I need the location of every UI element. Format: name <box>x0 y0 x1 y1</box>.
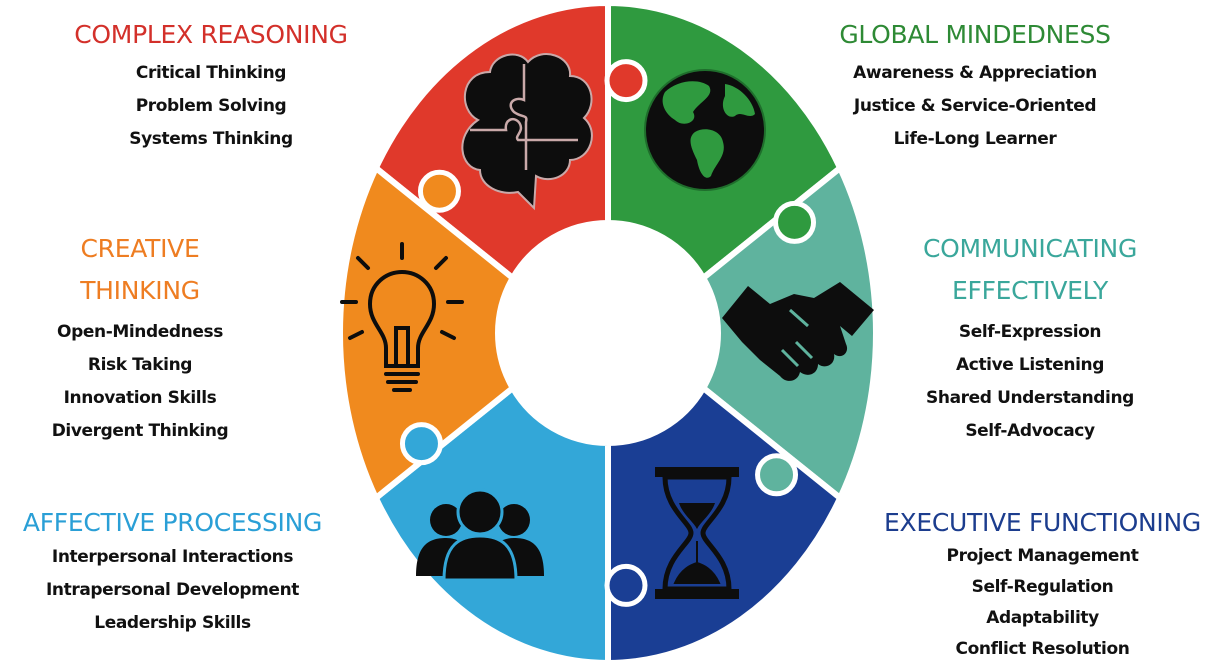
puzzle-tab <box>755 453 799 497</box>
globe-icon <box>644 69 766 191</box>
list-item: Systems Thinking <box>129 129 293 149</box>
communicating-title-line1: COMMUNICATING <box>922 234 1138 263</box>
list-item: Justice & Service-Oriented <box>853 96 1097 116</box>
list-item: Awareness & Appreciation <box>853 63 1097 83</box>
list-item: Risk Taking <box>87 355 193 375</box>
list-item: Self-Regulation <box>971 577 1114 597</box>
people-group-icon <box>416 488 544 582</box>
list-item: Adaptability <box>986 608 1099 628</box>
communicating-effectively-block: COMMUNICATING EFFECTIVELY Self-Expressio… <box>880 228 1180 448</box>
creative-thinking-title-line1: CREATIVE <box>80 234 200 263</box>
puzzle-tab <box>604 59 648 103</box>
puzzle-tab <box>417 169 461 213</box>
global-mindedness-title: GLOBAL MINDEDNESS <box>839 20 1111 49</box>
list-item: Self-Expression <box>958 322 1102 342</box>
list-item: Open-Mindedness <box>57 322 223 342</box>
list-item: Active Listening <box>956 355 1104 375</box>
affective-processing-title: AFFECTIVE PROCESSING <box>22 508 323 537</box>
list-item: Innovation Skills <box>63 388 217 408</box>
handshake-icon <box>722 282 874 381</box>
lightbulb-icon <box>340 242 464 392</box>
creative-thinking-title-line2: THINKING <box>80 276 200 305</box>
puzzle-tab <box>773 200 817 244</box>
list-item: Conflict Resolution <box>955 639 1130 659</box>
complex-reasoning-block: COMPLEX REASONING Critical Thinking Prob… <box>22 17 400 156</box>
communicating-list: Self-Expression Active Listening Shared … <box>880 316 1180 448</box>
executive-functioning-block: EXECUTIVE FUNCTIONING Project Management… <box>860 505 1225 665</box>
center-hole <box>498 223 718 443</box>
list-item: Project Management <box>946 546 1139 566</box>
puzzle-tab <box>604 563 648 607</box>
list-item: Interpersonal Interactions <box>51 547 294 567</box>
hourglass-icon <box>655 467 739 599</box>
brain-puzzle-icon <box>461 53 593 211</box>
list-item: Problem Solving <box>135 96 287 116</box>
global-mindedness-block: GLOBAL MINDEDNESS Awareness & Appreciati… <box>810 17 1140 156</box>
puzzle-tabs <box>399 59 817 607</box>
executive-functioning-list: Project Management Self-Regulation Adapt… <box>860 541 1225 665</box>
creative-thinking-list: Open-Mindedness Risk Taking Innovation S… <box>0 316 280 448</box>
list-item: Shared Understanding <box>926 388 1134 408</box>
affective-processing-list: Interpersonal Interactions Intrapersonal… <box>0 541 345 640</box>
complex-reasoning-title: COMPLEX REASONING <box>74 20 348 49</box>
puzzle-tab <box>399 422 443 466</box>
list-item: Divergent Thinking <box>51 421 229 441</box>
communicating-title-line2: EFFECTIVELY <box>952 276 1108 305</box>
list-item: Critical Thinking <box>135 63 287 83</box>
creative-thinking-block: CREATIVE THINKING Open-Mindedness Risk T… <box>0 228 280 448</box>
list-item: Leadership Skills <box>94 613 251 633</box>
list-item: Intrapersonal Development <box>45 580 299 600</box>
global-mindedness-list: Awareness & Appreciation Justice & Servi… <box>810 57 1140 156</box>
list-item: Life-Long Learner <box>893 129 1057 149</box>
executive-functioning-title: EXECUTIVE FUNCTIONING <box>884 508 1201 537</box>
affective-processing-block: AFFECTIVE PROCESSING Interpersonal Inter… <box>0 505 345 640</box>
list-item: Self-Advocacy <box>965 421 1095 441</box>
complex-reasoning-list: Critical Thinking Problem Solving System… <box>22 57 400 156</box>
